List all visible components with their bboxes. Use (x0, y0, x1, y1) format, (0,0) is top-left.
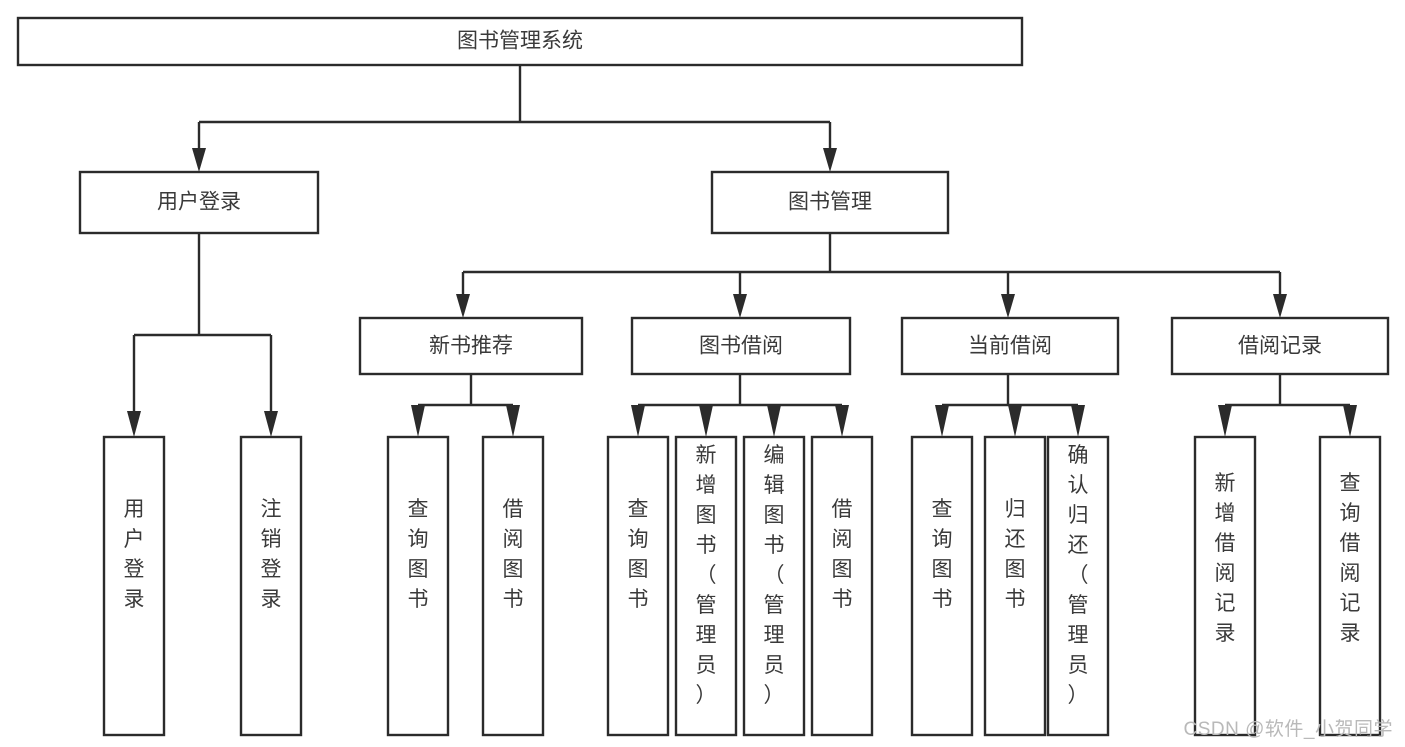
node-leaf-logout[interactable]: 注销登录 (239, 435, 303, 737)
node-borrow-record-box[interactable] (1170, 316, 1390, 376)
node-current-borrow[interactable]: 当前借阅 (900, 316, 1120, 376)
node-leaf-borrow-book-2-box[interactable] (810, 435, 874, 737)
node-root[interactable]: 图书管理系统 (16, 16, 1024, 67)
connector-group-current-borrow (935, 374, 1085, 437)
arrow-head-leaf-logout (264, 411, 278, 437)
node-current-borrow-label: 当前借阅 (968, 335, 1052, 358)
node-leaf-edit-book-box[interactable] (742, 435, 806, 737)
arrow-head-book-borrow (733, 294, 747, 318)
arrow-head-leaf-edit-book (767, 405, 781, 437)
arrow-head-leaf-add-record (1218, 405, 1232, 437)
node-book-mgmt[interactable]: 图书管理 (710, 170, 950, 235)
node-user-login[interactable]: 用户登录 (78, 170, 320, 235)
node-book-borrow-box[interactable] (630, 316, 852, 376)
node-leaf-query-book-2-label: 查询图书 (628, 498, 649, 611)
node-new-book-rec[interactable]: 新书推荐 (358, 316, 584, 376)
node-leaf-edit-book-label: 编辑图书（管理员） (764, 444, 785, 707)
node-user-login-box[interactable] (78, 170, 320, 235)
node-leaf-user-login[interactable]: 用户登录 (102, 435, 166, 737)
arrow-head-leaf-add-book (699, 405, 713, 437)
node-leaf-query-book-1-label: 查询图书 (408, 498, 429, 611)
connector-group-book-borrow (631, 374, 849, 437)
node-leaf-return-book-label: 归还图书 (1005, 498, 1026, 611)
arrow-head-leaf-query-book-2 (631, 405, 645, 437)
node-root-box[interactable] (16, 16, 1024, 67)
node-leaf-query-record[interactable]: 查询借阅记录 (1318, 435, 1382, 737)
node-new-book-rec-label: 新书推荐 (429, 335, 513, 358)
node-leaf-query-record-box[interactable] (1318, 435, 1382, 737)
arrow-head-book-mgmt (823, 148, 837, 172)
arrow-head-new-book-rec (456, 294, 470, 318)
arrow-head-leaf-query-book-1 (411, 405, 425, 437)
node-leaf-add-record-label: 新增借阅记录 (1215, 472, 1236, 645)
node-leaf-query-book-1-box[interactable] (386, 435, 450, 737)
node-leaf-confirm-return-box[interactable] (1046, 435, 1110, 737)
node-leaf-borrow-book-1-label: 借阅图书 (503, 498, 524, 611)
arrow-head-leaf-user-login (127, 411, 141, 437)
node-leaf-query-book-3[interactable]: 查询图书 (910, 435, 974, 737)
node-leaf-return-book-box[interactable] (983, 435, 1047, 737)
node-leaf-user-login-box[interactable] (102, 435, 166, 737)
arrow-head-current-borrow (1001, 294, 1015, 318)
arrow-head-leaf-confirm-return (1071, 405, 1085, 437)
node-borrow-record[interactable]: 借阅记录 (1170, 316, 1390, 376)
node-leaf-return-book[interactable]: 归还图书 (983, 435, 1047, 737)
arrow-head-leaf-borrow-book-1 (506, 405, 520, 437)
node-leaf-query-book-3-box[interactable] (910, 435, 974, 737)
node-leaf-add-book[interactable]: 新增图书（管理员） (674, 435, 738, 737)
node-book-mgmt-label: 图书管理 (788, 191, 872, 214)
node-leaf-confirm-return-label: 确认归还（管理员） (1068, 444, 1089, 707)
connector-group-book-mgmt (456, 233, 1287, 318)
node-book-mgmt-box[interactable] (710, 170, 950, 235)
node-leaf-edit-book[interactable]: 编辑图书（管理员） (742, 435, 806, 737)
node-leaf-add-record[interactable]: 新增借阅记录 (1193, 435, 1257, 737)
node-book-borrow[interactable]: 图书借阅 (630, 316, 852, 376)
node-new-book-rec-box[interactable] (358, 316, 584, 376)
connector-group-root (192, 65, 837, 172)
node-root-label: 图书管理系统 (457, 30, 583, 53)
arrow-head-user-login (192, 148, 206, 172)
node-leaf-borrow-book-1[interactable]: 借阅图书 (481, 435, 545, 737)
node-leaf-add-book-box[interactable] (674, 435, 738, 737)
arrow-head-leaf-return-book (1008, 405, 1022, 437)
node-leaf-query-book-3-label: 查询图书 (932, 498, 953, 611)
connector-group-user-login (127, 233, 278, 437)
arrow-head-leaf-borrow-book-2 (835, 405, 849, 437)
connector-group-borrow-record (1218, 374, 1357, 437)
arrow-head-leaf-query-record (1343, 405, 1357, 437)
connector-group-new-book-rec (411, 374, 520, 437)
node-leaf-borrow-book-2-label: 借阅图书 (832, 498, 853, 611)
arrow-head-leaf-query-book-3 (935, 405, 949, 437)
node-leaf-borrow-book-1-box[interactable] (481, 435, 545, 737)
node-book-borrow-label: 图书借阅 (699, 335, 783, 358)
node-leaf-query-book-1[interactable]: 查询图书 (386, 435, 450, 737)
node-leaf-logout-label: 注销登录 (261, 498, 282, 611)
node-leaf-logout-box[interactable] (239, 435, 303, 737)
node-borrow-record-label: 借阅记录 (1238, 335, 1322, 358)
node-leaf-user-login-label: 用户登录 (124, 498, 145, 611)
node-leaf-query-book-2-box[interactable] (606, 435, 670, 737)
node-leaf-add-record-box[interactable] (1193, 435, 1257, 737)
node-leaf-query-book-2[interactable]: 查询图书 (606, 435, 670, 737)
node-leaf-borrow-book-2[interactable]: 借阅图书 (810, 435, 874, 737)
node-leaf-add-book-label: 新增图书（管理员） (696, 444, 717, 707)
node-current-borrow-box[interactable] (900, 316, 1120, 376)
node-user-login-label: 用户登录 (157, 191, 241, 214)
node-leaf-query-record-label: 查询借阅记录 (1340, 472, 1361, 645)
arrow-head-borrow-record (1273, 294, 1287, 318)
node-leaf-confirm-return[interactable]: 确认归还（管理员） (1046, 435, 1110, 737)
